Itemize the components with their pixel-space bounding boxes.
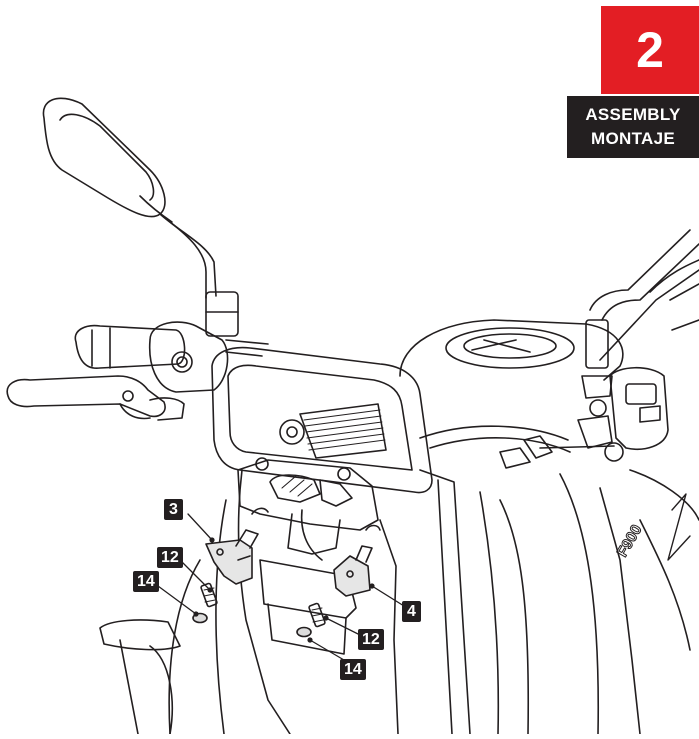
brand-mark: F900	[614, 522, 646, 560]
mounting-bracket	[237, 457, 379, 561]
leader-12-left	[181, 561, 211, 591]
right-fairing	[559, 259, 699, 735]
left-handlebar-grip	[74, 324, 186, 369]
cables	[419, 425, 615, 469]
callout-part-14-right: 14	[340, 659, 366, 680]
callout-part-12-left: 12	[157, 547, 183, 568]
clutch-lever	[6, 375, 185, 421]
fork-tubes	[419, 469, 530, 735]
leader-14-left	[157, 585, 197, 615]
callout-part-14-left: 14	[133, 571, 159, 592]
leader-3	[187, 513, 213, 541]
instrument-cluster	[211, 346, 433, 494]
callout-part-3: 3	[164, 499, 183, 520]
part-3-bracket	[205, 507, 269, 585]
right-mirror-stem	[577, 229, 699, 449]
callout-part-4: 4	[402, 601, 421, 622]
leader-12-right	[325, 617, 363, 637]
section-label-line1: ASSEMBLY	[585, 105, 681, 124]
leader-14-right	[309, 639, 345, 661]
part-14-nut-right	[296, 626, 312, 638]
part-4-bracket	[333, 524, 381, 597]
section-label: ASSEMBLY MONTAJE	[567, 96, 699, 158]
handlebar-tube	[225, 339, 269, 357]
callout-part-12-right: 12	[358, 629, 384, 650]
part-12-bolt-left	[200, 582, 218, 608]
left-switch-housing	[148, 321, 229, 393]
leader-4	[371, 585, 405, 607]
left-mirror	[42, 97, 173, 223]
section-label-line2: MONTAJE	[591, 129, 675, 148]
step-number: 2	[636, 22, 664, 78]
fuel-tank	[399, 319, 624, 381]
part-12-bolt-right	[308, 602, 326, 628]
front-fender	[99, 619, 181, 735]
brand-logo-mark	[667, 493, 691, 561]
left-mirror-stem	[159, 213, 239, 337]
leader-lines	[157, 513, 405, 661]
front-fairing	[168, 469, 399, 735]
step-number-badge: 2	[601, 6, 699, 94]
right-switch-housing	[604, 366, 669, 462]
